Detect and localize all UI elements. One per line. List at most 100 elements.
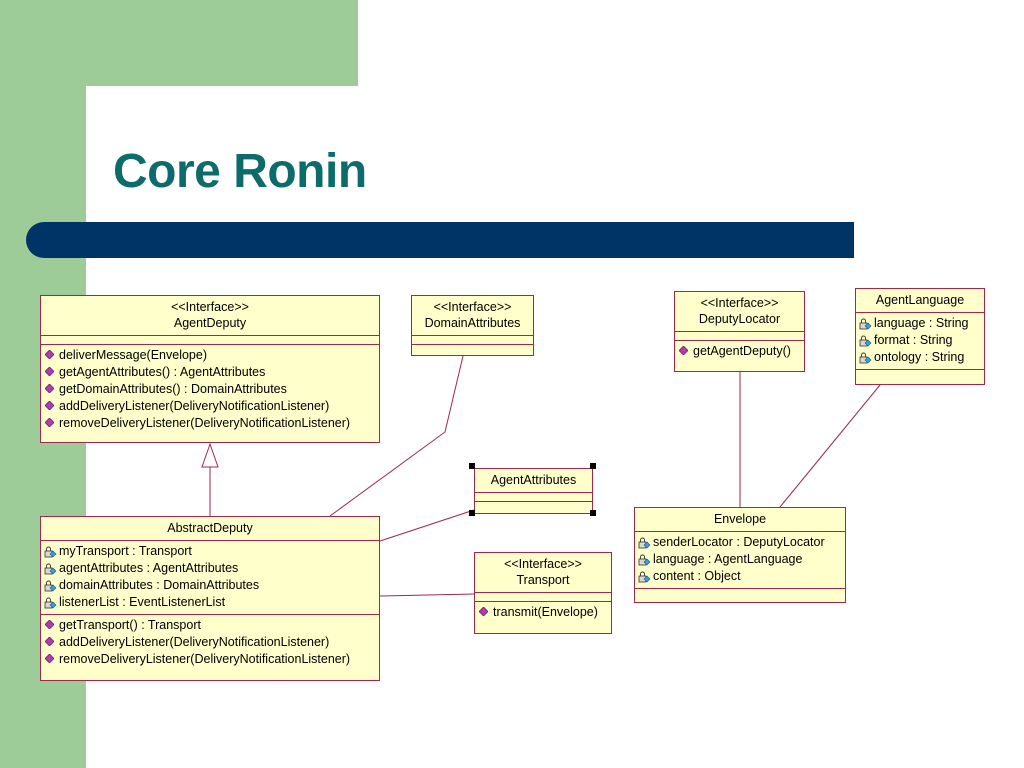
class-agent-language[interactable]: AgentLanguage language : String format :…	[855, 288, 985, 385]
selection-handle[interactable]	[469, 463, 475, 469]
operations-section: transmit(Envelope)	[475, 602, 611, 624]
attribute-text: myTransport : Transport	[59, 544, 192, 558]
operation-item: getTransport() : Transport	[44, 617, 376, 634]
operations-section	[412, 345, 533, 353]
attribute-item: language : AgentLanguage	[638, 551, 842, 568]
private-attribute-icon	[44, 546, 57, 558]
selection-handle[interactable]	[469, 510, 475, 516]
link-agent-attributes	[379, 509, 475, 542]
class-name: AgentAttributes	[490, 473, 577, 487]
operations-section: getTransport() : Transport addDeliveryLi…	[41, 615, 379, 671]
operations-section	[856, 370, 984, 378]
class-stereotype: <<Interface>>	[433, 300, 512, 314]
attribute-text: agentAttributes : AgentAttributes	[59, 561, 239, 575]
attribute-item: agentAttributes : AgentAttributes	[44, 560, 376, 577]
operation-text: removeDeliveryListener(DeliveryNotificat…	[59, 652, 351, 666]
attributes-section	[412, 336, 533, 345]
operation-item: getAgentDeputy()	[678, 343, 801, 360]
private-attribute-icon	[859, 318, 872, 330]
class-header: Envelope	[635, 508, 845, 532]
method-icon	[45, 620, 54, 629]
operation-item: getDomainAttributes() : DomainAttributes	[44, 381, 376, 398]
method-icon	[45, 384, 54, 393]
attribute-item: format : String	[859, 332, 981, 349]
class-name: Transport	[516, 573, 570, 587]
class-header: <<Interface>> DeputyLocator	[675, 292, 804, 332]
attribute-text: language : String	[874, 316, 969, 330]
operations-section	[635, 589, 845, 597]
operations-section: getAgentDeputy()	[675, 341, 804, 363]
class-header: <<Interface>> DomainAttributes	[412, 296, 533, 336]
operation-item: deliverMessage(Envelope)	[44, 347, 376, 364]
inheritance-arrowhead	[201, 442, 219, 468]
class-deputy-locator[interactable]: <<Interface>> DeputyLocator getAgentDepu…	[674, 291, 805, 372]
class-envelope[interactable]: Envelope senderLocator : DeputyLocator l…	[634, 507, 846, 603]
attributes-section: language : String format : String ontolo…	[856, 313, 984, 370]
class-domain-attributes[interactable]: <<Interface>> DomainAttributes	[411, 295, 534, 356]
class-agent-attributes[interactable]: AgentAttributes	[474, 468, 593, 514]
operation-item: transmit(Envelope)	[478, 604, 608, 621]
method-icon	[679, 346, 688, 355]
attribute-item: content : Object	[638, 568, 842, 585]
operation-text: removeDeliveryListener(DeliveryNotificat…	[59, 416, 351, 430]
operations-section	[475, 502, 592, 510]
attributes-section	[41, 336, 379, 345]
operation-text: getAgentDeputy()	[693, 344, 791, 358]
operation-text: getDomainAttributes() : DomainAttributes	[59, 382, 287, 396]
private-attribute-icon	[44, 563, 57, 575]
attribute-text: format : String	[874, 333, 953, 347]
attribute-item: myTransport : Transport	[44, 543, 376, 560]
method-icon	[45, 637, 54, 646]
attribute-text: content : Object	[653, 569, 741, 583]
background-green-strip	[26, 258, 86, 274]
private-attribute-icon	[638, 537, 651, 549]
operations-section: deliverMessage(Envelope) getAgentAttribu…	[41, 345, 379, 435]
method-icon	[45, 418, 54, 427]
class-name: AgentLanguage	[875, 293, 965, 307]
selection-handle[interactable]	[590, 510, 596, 516]
method-icon	[45, 350, 54, 359]
link-transport	[379, 593, 475, 597]
private-attribute-icon	[638, 554, 651, 566]
operation-text: addDeliveryListener(DeliveryNotification…	[59, 399, 330, 413]
class-name: AbstractDeputy	[167, 521, 253, 535]
attribute-item: language : String	[859, 315, 981, 332]
attributes-section: myTransport : Transport agentAttributes …	[41, 541, 379, 615]
class-stereotype: <<Interface>>	[504, 557, 582, 571]
private-attribute-icon	[638, 571, 651, 583]
attribute-item: listenerList : EventListenerList	[44, 594, 376, 611]
operation-text: getAgentAttributes() : AgentAttributes	[59, 365, 266, 379]
attribute-item: domainAttributes : DomainAttributes	[44, 577, 376, 594]
class-name: AgentDeputy	[173, 316, 247, 330]
class-abstract-deputy[interactable]: AbstractDeputy myTransport : Transport a…	[40, 516, 380, 681]
link-agent-language	[779, 384, 881, 508]
operation-item: removeDeliveryListener(DeliveryNotificat…	[44, 415, 376, 432]
selection-handle[interactable]	[590, 463, 596, 469]
background-green-top	[0, 0, 358, 86]
attributes-section: senderLocator : DeputyLocator language :…	[635, 532, 845, 589]
operation-item: addDeliveryListener(DeliveryNotification…	[44, 634, 376, 651]
operation-text: addDeliveryListener(DeliveryNotification…	[59, 635, 330, 649]
attribute-item: ontology : String	[859, 349, 981, 366]
operation-text: getTransport() : Transport	[59, 618, 201, 632]
class-header: <<Interface>> Transport	[475, 553, 611, 593]
attribute-text: domainAttributes : DomainAttributes	[59, 578, 260, 592]
class-agent-deputy[interactable]: <<Interface>> AgentDeputy deliverMessage…	[40, 295, 380, 443]
method-icon	[45, 654, 54, 663]
class-header: AbstractDeputy	[41, 517, 379, 541]
attributes-section	[475, 493, 592, 502]
class-stereotype: <<Interface>>	[171, 300, 249, 314]
operation-text: deliverMessage(Envelope)	[59, 348, 207, 362]
private-attribute-icon	[859, 352, 872, 364]
class-transport[interactable]: <<Interface>> Transport transmit(Envelop…	[474, 552, 612, 634]
operation-text: transmit(Envelope)	[493, 605, 598, 619]
link-domain-attributes	[329, 355, 464, 517]
attribute-text: ontology : String	[874, 350, 965, 364]
operation-item: removeDeliveryListener(DeliveryNotificat…	[44, 651, 376, 668]
operation-item: getAgentAttributes() : AgentAttributes	[44, 364, 376, 381]
class-stereotype: <<Interface>>	[700, 296, 779, 310]
attributes-section	[675, 332, 804, 341]
operation-item: addDeliveryListener(DeliveryNotification…	[44, 398, 376, 415]
